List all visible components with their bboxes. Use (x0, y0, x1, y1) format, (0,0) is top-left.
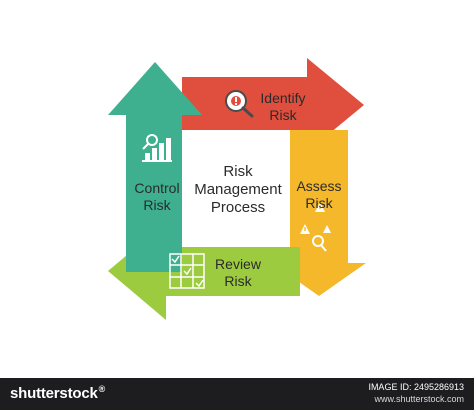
control-label-line1: Control (134, 180, 180, 196)
review-label-line2: Risk (224, 273, 252, 289)
center-label-line2: Management (194, 181, 282, 198)
footer-bar: shutterstock® IMAGE ID: 2495286913 www.s… (0, 378, 474, 410)
assess-label-line1: Assess (296, 178, 342, 194)
image-id: IMAGE ID: 2495286913 (368, 382, 464, 392)
control-label-line2: Risk (143, 197, 171, 213)
center-label-line1: Risk (223, 163, 253, 180)
diagram: Identify Risk Assess Risk Review Risk Co… (108, 58, 366, 320)
brand-name: shutterstock (10, 385, 98, 402)
assess-label: Assess Risk (286, 178, 352, 212)
assess-label-line2: Risk (305, 195, 333, 211)
center-label-line3: Process (210, 199, 266, 216)
magnifier-alert-icon (225, 90, 254, 118)
warning-magnifier-icon (300, 202, 331, 252)
checklist-grid-icon (169, 253, 205, 289)
bar-chart-magnifier-icon (142, 134, 172, 162)
identify-label-line2: Risk (269, 107, 297, 123)
source-url: www.shutterstock.com (374, 394, 464, 404)
brand-logo: shutterstock® (10, 384, 105, 402)
arrow-identify (182, 58, 364, 152)
brand-registered-mark: ® (98, 384, 106, 394)
cycle-arrows (108, 58, 366, 320)
arrow-control (108, 62, 202, 272)
identify-label-line1: Identify (260, 90, 306, 106)
center-panel (182, 130, 290, 247)
identify-label: Identify Risk (250, 90, 316, 124)
control-label: Control Risk (124, 180, 190, 214)
center-label: Risk Management Process (188, 163, 288, 217)
review-label: Review Risk (205, 256, 271, 290)
review-label-line1: Review (215, 256, 261, 272)
